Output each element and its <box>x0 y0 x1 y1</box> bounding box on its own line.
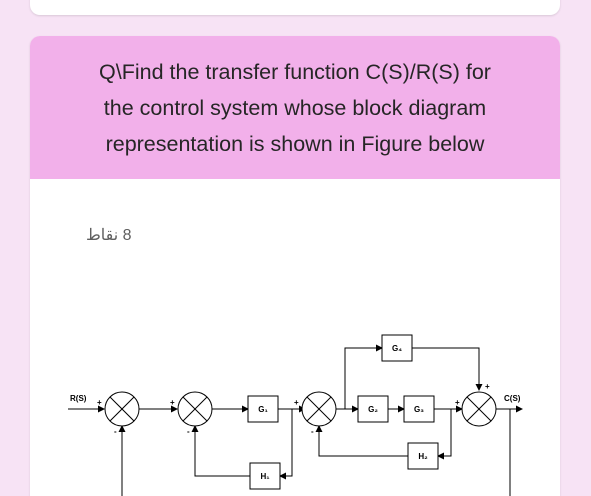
sign-s3-minus: - <box>311 427 314 436</box>
previous-question-card <box>30 0 560 15</box>
input-label: R(S) <box>70 394 87 403</box>
sign-s1-plus: + <box>97 398 102 407</box>
summing-junction-4 <box>461 391 497 427</box>
question-text-line-3: representation is shown in Figure below <box>105 132 485 156</box>
g4-label: G₄ <box>392 344 402 353</box>
g3-label: G₃ <box>414 405 424 414</box>
question-header: Q\Find the transfer function C(S)/R(S) f… <box>30 36 560 179</box>
summing-junction-2 <box>177 391 213 427</box>
g2-label: G₂ <box>368 405 378 414</box>
block-g3 <box>403 395 435 423</box>
block-h2 <box>407 442 439 470</box>
question-text-line-2: the control system whose block diagram <box>103 96 487 120</box>
block-g4 <box>381 334 413 362</box>
sign-s2-plus: + <box>170 398 175 407</box>
h2-label: H₂ <box>418 452 428 461</box>
sign-s4-left: + <box>455 398 460 407</box>
h1-label: H₁ <box>260 472 270 481</box>
g1-label: G₁ <box>258 405 268 414</box>
block-g2 <box>357 395 389 423</box>
summing-junction-1 <box>104 391 140 427</box>
sign-s1-minus: - <box>114 427 117 436</box>
sign-s3-plus: + <box>294 398 299 407</box>
summing-junction-3 <box>301 391 337 427</box>
sign-s2-minus: - <box>187 427 190 436</box>
block-g1 <box>247 395 279 423</box>
points-label: 8 نقاط <box>86 227 132 244</box>
question-card: Q\Find the transfer function C(S)/R(S) f… <box>30 36 560 496</box>
question-text-line-1: Q\Find the transfer function C(S)/R(S) f… <box>99 60 491 84</box>
sign-s4-top: + <box>485 382 490 391</box>
signal-lines <box>68 344 523 496</box>
block-diagram: G₁ G₂ G₃ G₄ H₂ H₁ R(S) C(S) + - + - + - … <box>68 334 523 496</box>
output-label: C(S) <box>504 394 521 403</box>
